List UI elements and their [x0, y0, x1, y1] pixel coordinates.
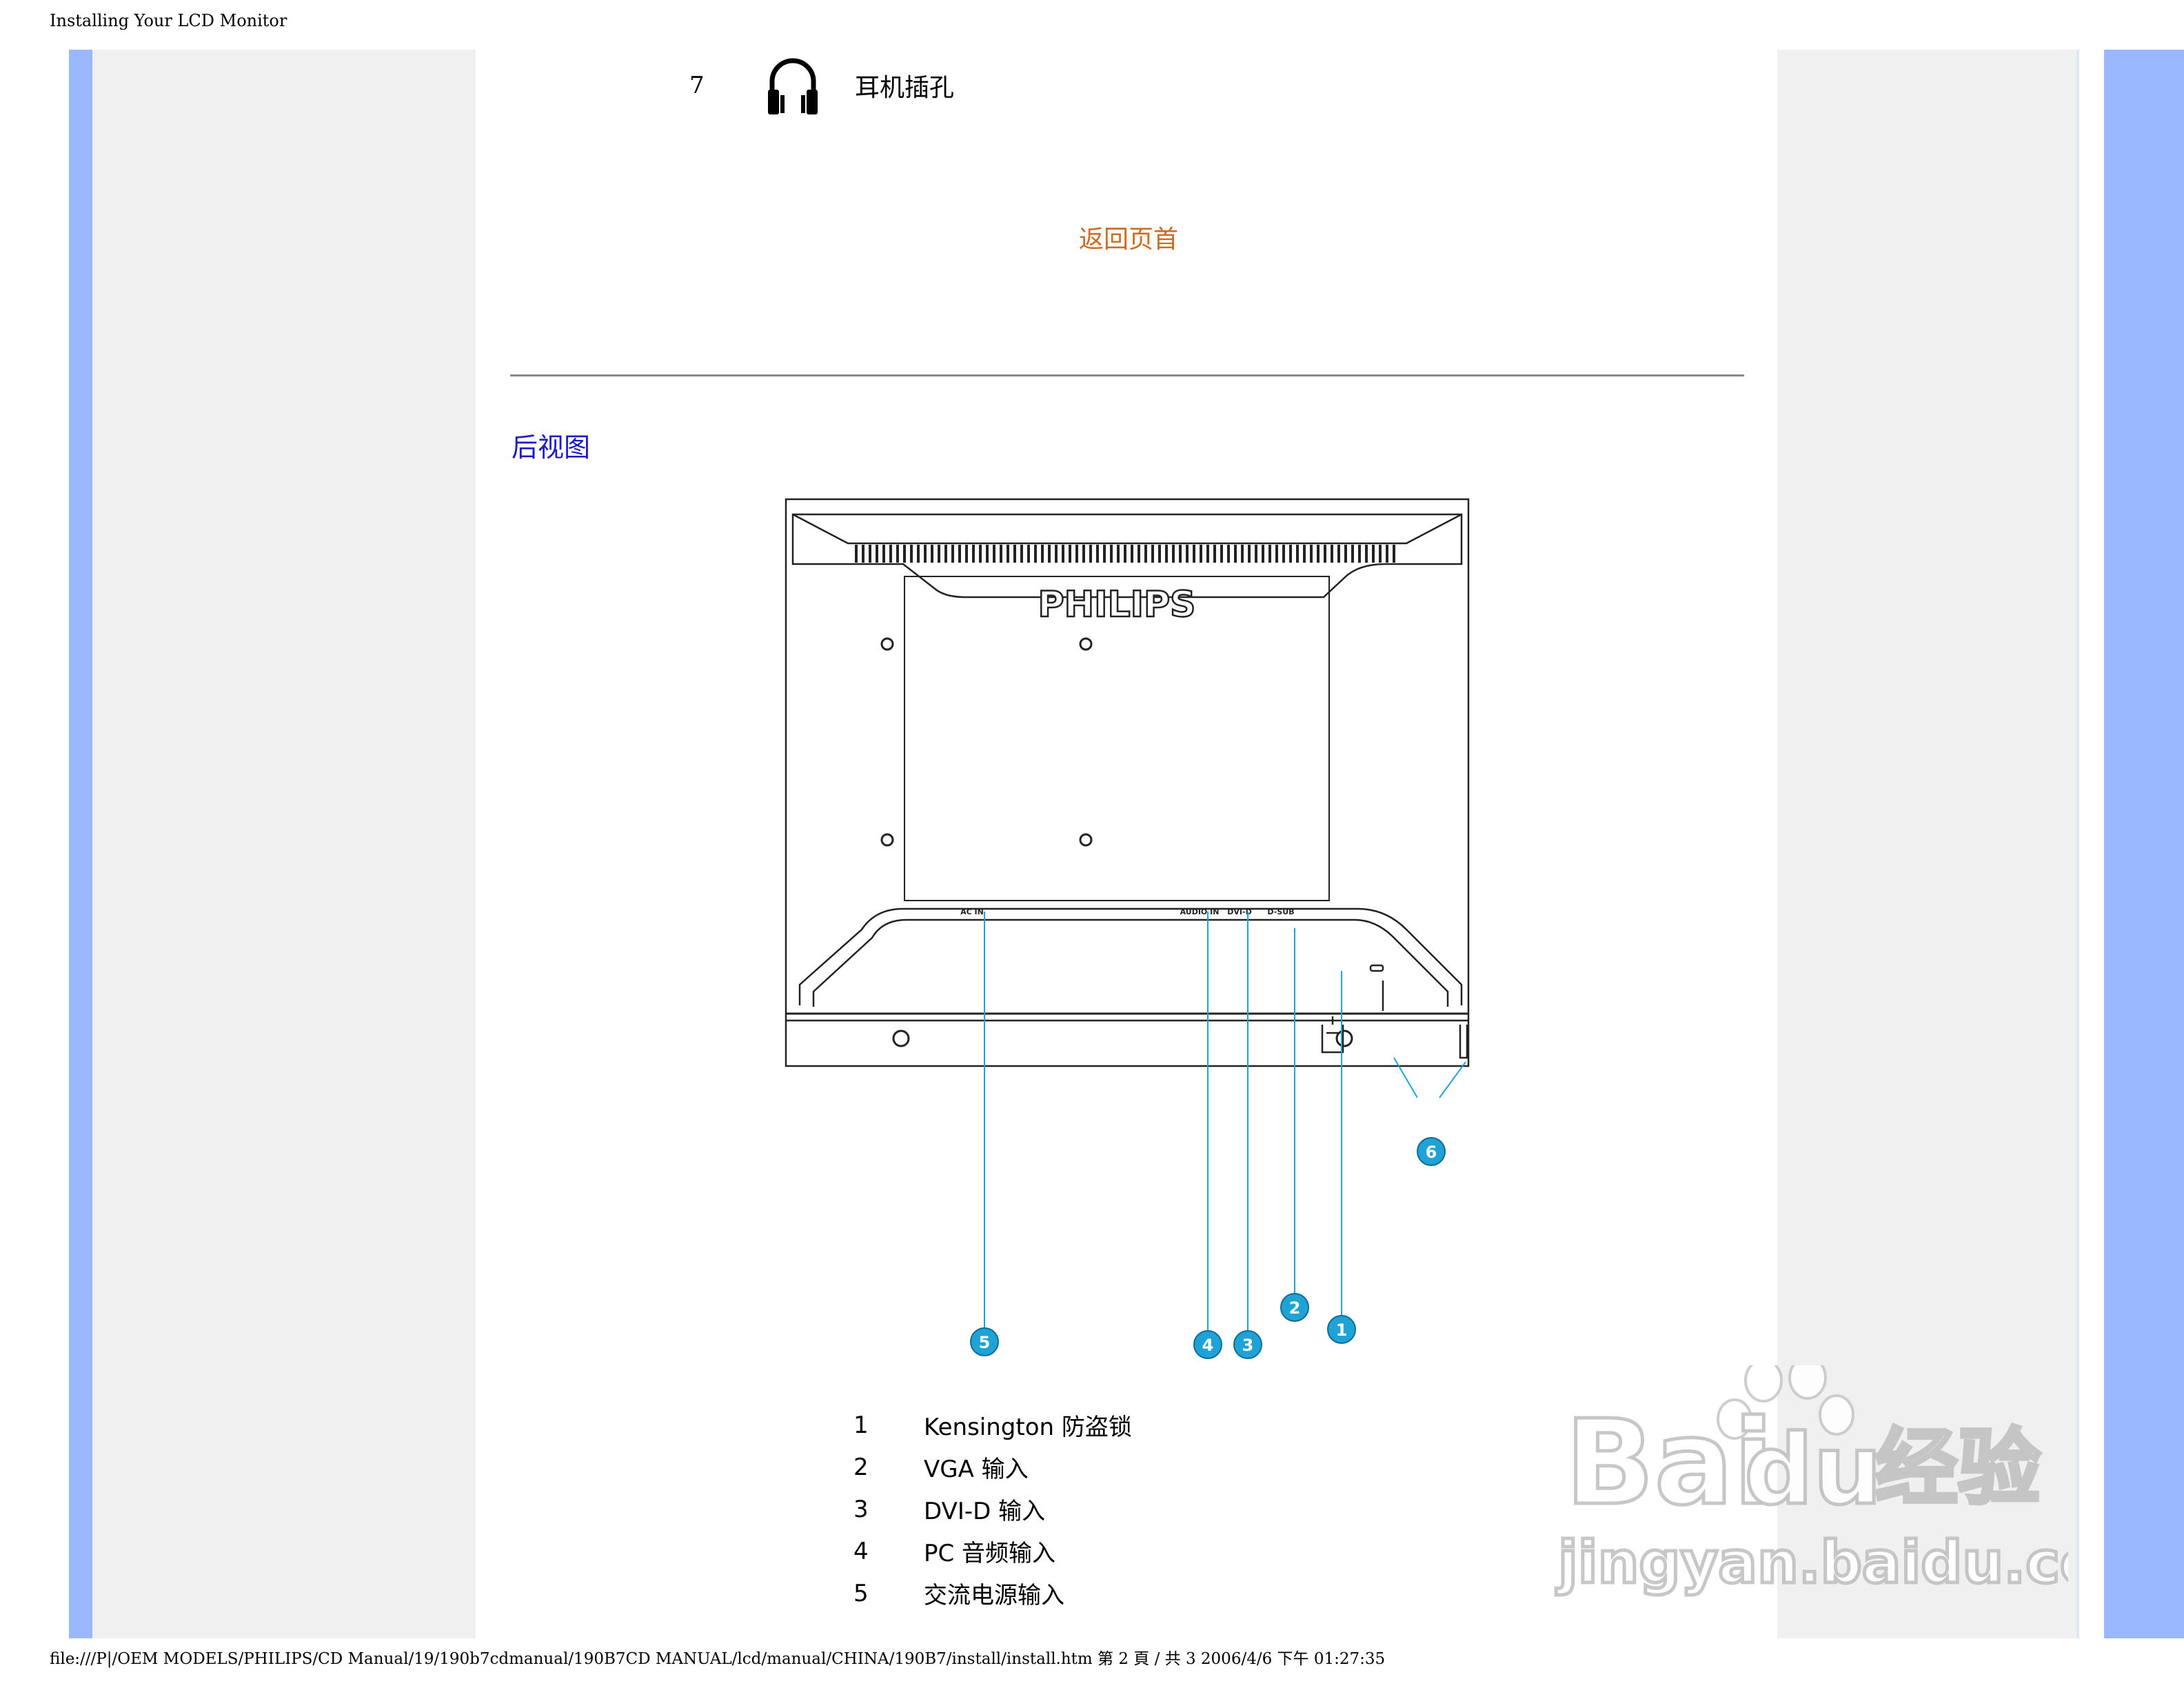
- vent-slots: [855, 545, 1395, 563]
- port-label-dsub: D-SUB: [1267, 907, 1294, 916]
- port-label-audio-in: AUDIO IN: [1180, 907, 1220, 916]
- callout-5-badge: 5: [970, 1327, 999, 1356]
- right-blue-bar: [2104, 50, 2184, 1638]
- legend-row: 2 VGA 输入: [853, 1446, 1132, 1488]
- port-legend: 1 Kensington 防盗锁 2 VGA 输入 3 DVI-D 输入 4 P…: [853, 1404, 1132, 1614]
- legend-row: 1 Kensington 防盗锁: [853, 1404, 1132, 1446]
- horizontal-divider: [510, 374, 1744, 376]
- legend-label: VGA 输入: [924, 1456, 1029, 1483]
- callout-3-badge: 3: [1233, 1330, 1262, 1359]
- legend-row: 5 交流电源输入: [853, 1572, 1132, 1614]
- right-divider-line: [2076, 50, 2079, 1638]
- watermark-brand-a: Bai: [1565, 1395, 1774, 1531]
- section-title: 后视图: [512, 432, 591, 463]
- watermark-brand-b: du: [1744, 1414, 1882, 1527]
- watermark-url: jingyan.baidu.com: [1556, 1529, 2068, 1596]
- baidu-jingyan-watermark: Bai du 经验 jingyan.baidu.com: [1555, 1365, 2068, 1598]
- callout-2-badge: 2: [1280, 1293, 1309, 1322]
- right-gray-column: [1777, 50, 2076, 1638]
- legend-label: 交流电源输入: [924, 1582, 1064, 1609]
- legend-number: 2: [853, 1453, 869, 1481]
- svg-text:2: 2: [1289, 1298, 1301, 1318]
- monitor-outline: [785, 498, 1470, 1067]
- legend-label: DVI-D 输入: [924, 1498, 1046, 1525]
- print-header: Installing Your LCD Monitor: [50, 11, 287, 30]
- legend-row: 4 PC 音频输入: [853, 1530, 1132, 1572]
- left-blue-bar: [69, 50, 92, 1638]
- left-gray-column: [92, 50, 476, 1638]
- callout-1-badge: 1: [1327, 1315, 1356, 1344]
- legend-label: Kensington 防盗锁: [924, 1414, 1132, 1441]
- rear-view-diagram: PHILIPS AC IN AUDIO IN DVI-D D-SUB 5 4 3…: [785, 498, 1470, 1359]
- watermark-brand-cn: 经验: [1875, 1420, 2041, 1516]
- legend-number: 1: [853, 1411, 869, 1439]
- svg-text:1: 1: [1336, 1320, 1348, 1340]
- item-7-label: 耳机插孔: [855, 74, 955, 102]
- item-7-row: 7 耳机插孔: [689, 54, 954, 117]
- philips-logo: PHILIPS: [1038, 584, 1195, 625]
- svg-text:6: 6: [1426, 1143, 1437, 1162]
- paw-icon: [1717, 1365, 1854, 1440]
- headphones-icon: [768, 58, 818, 114]
- svg-text:3: 3: [1242, 1336, 1254, 1355]
- legend-label: PC 音频输入: [924, 1540, 1056, 1567]
- legend-number: 3: [853, 1495, 869, 1523]
- callout-4-badge: 4: [1193, 1330, 1222, 1359]
- legend-row: 3 DVI-D 输入: [853, 1488, 1132, 1530]
- callout-leader-lines: [984, 912, 1466, 1332]
- back-to-top-link[interactable]: 返回页首: [1079, 225, 1179, 254]
- top-rear-housing: [791, 513, 1463, 599]
- item-7-number: 7: [689, 72, 705, 99]
- bottom-rear-housing: [798, 907, 1463, 1005]
- svg-text:4: 4: [1202, 1336, 1214, 1355]
- port-label-dvi: DVI-D: [1227, 907, 1251, 916]
- svg-text:5: 5: [979, 1333, 991, 1352]
- vesa-panel: [904, 576, 1330, 901]
- legend-number: 5: [853, 1579, 869, 1607]
- print-footer: file:///P|/OEM MODELS/PHILIPS/CD Manual/…: [50, 1650, 1386, 1668]
- content-column: [476, 50, 1777, 1638]
- legend-number: 4: [853, 1537, 869, 1565]
- kensington-slot: [1369, 964, 1384, 972]
- port-label-ac-in: AC IN: [960, 907, 984, 916]
- callout-6-badge: 6: [1417, 1137, 1446, 1166]
